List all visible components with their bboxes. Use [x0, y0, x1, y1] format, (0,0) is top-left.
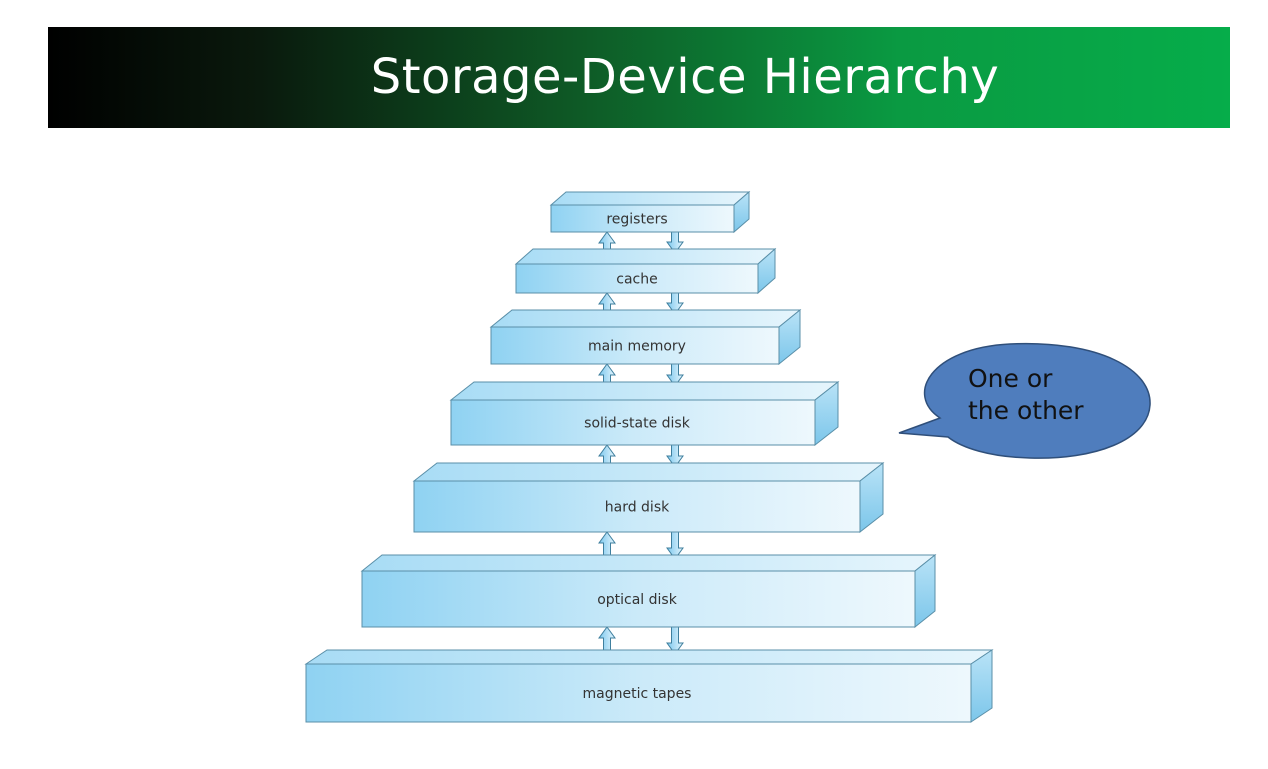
level-label-optical-disk: optical disk	[597, 592, 678, 608]
down-arrow	[666, 531, 684, 560]
down-arrow	[666, 292, 684, 315]
box-top-face	[449, 381, 840, 401]
down-arrow	[666, 444, 684, 468]
level-box-hard-disk: hard disk	[412, 461, 885, 534]
box-front-face	[413, 480, 861, 533]
box-top-face	[514, 248, 777, 265]
callout-bubble: One or the other	[898, 342, 1151, 459]
transfer-arrows-4	[598, 531, 684, 560]
box-top-face	[549, 191, 751, 206]
box-top-face	[489, 309, 802, 328]
level-box-optical-disk: optical disk	[360, 553, 937, 629]
callout-line-2: the other	[968, 396, 1084, 425]
level-label-magnetic-tapes: magnetic tapes	[583, 686, 692, 702]
box-front-face	[515, 263, 759, 294]
callout-shape	[898, 342, 1151, 459]
level-box-magnetic-tapes: magnetic tapes	[304, 649, 994, 723]
box-top-face	[360, 554, 937, 572]
down-arrow	[666, 231, 684, 254]
boxes-layer: registers cache main memory solid-state dis…	[304, 190, 994, 723]
level-label-cache: cache	[616, 272, 657, 288]
level-label-hard-disk: hard disk	[605, 500, 670, 516]
box-front-face	[361, 570, 916, 628]
box-front-face	[550, 204, 735, 233]
level-box-solid-state-disk: solid-state disk	[449, 380, 840, 447]
box-front-face	[450, 399, 816, 446]
level-box-main-memory: main memory	[489, 308, 802, 366]
level-label-main-memory: main memory	[588, 339, 686, 355]
level-label-solid-state-disk: solid-state disk	[584, 416, 691, 432]
level-label-registers: registers	[606, 212, 667, 228]
box-front-face	[305, 663, 972, 723]
box-top-face	[304, 649, 994, 665]
box-top-face	[412, 462, 885, 482]
callout-line-1: One or	[968, 364, 1053, 393]
down-arrow	[666, 363, 684, 387]
arrows-layer	[598, 231, 684, 655]
title-bar: Storage-Device Hierarchy	[48, 27, 1230, 128]
level-box-cache: cache	[514, 247, 777, 295]
level-box-registers: registers	[549, 190, 751, 234]
down-arrow	[666, 626, 684, 655]
box-front-face	[490, 326, 780, 365]
slide-title: Storage-Device Hierarchy	[370, 49, 1000, 105]
